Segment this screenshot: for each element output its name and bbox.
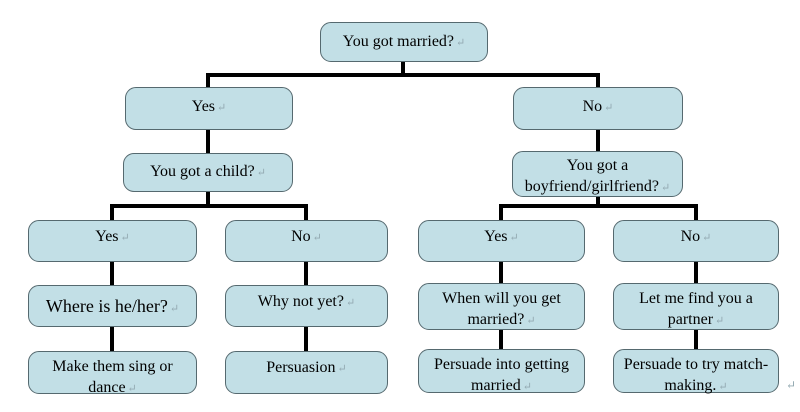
node-married-no: No↵ (513, 87, 683, 130)
node-child-yes: Yes↵ (28, 220, 197, 262)
return-mark-icon: ↵ (786, 378, 797, 392)
node-label: Persuade into getting married (433, 356, 570, 395)
connector-line (596, 73, 600, 87)
connector-line (206, 130, 210, 153)
connector-line (596, 196, 600, 206)
node-label: No (680, 228, 701, 245)
connector-line (110, 204, 308, 208)
node-why-not-yet: Why not yet?↵ (225, 285, 388, 327)
node-label: Yes (95, 228, 119, 245)
return-mark-icon: ↵ (604, 102, 614, 114)
return-mark-icon: ↵ (660, 182, 671, 195)
node-make-them-sing-or-dance: Make them sing or dance↵ (28, 351, 197, 397)
node-label: Persuasion (266, 359, 336, 376)
connector-line (304, 204, 308, 220)
node-you-got-married: You got married?↵ (320, 22, 488, 62)
connector-line (206, 73, 600, 77)
connector-line (694, 204, 698, 220)
connector-line (304, 327, 308, 351)
node-persuade-to-try-match-making: Persuade to try match-making.↵ (613, 349, 779, 395)
node-label: No (582, 98, 603, 115)
connector-line (596, 130, 600, 152)
connector-line (304, 262, 308, 285)
return-mark-icon: ↵ (337, 363, 347, 375)
node-where-is-he-her: Where is he/her?↵ (28, 285, 197, 327)
return-mark-icon: ↵ (456, 37, 466, 49)
return-mark-icon: ↵ (509, 232, 519, 244)
node-label: Persuade to try match-making. (623, 356, 769, 395)
return-mark-icon: ↵ (256, 167, 266, 179)
node-label: No (291, 228, 311, 245)
connector-line (694, 262, 698, 283)
connector-line (206, 73, 210, 87)
connector-line (499, 204, 698, 208)
node-child-no: No↵ (225, 220, 388, 262)
node-partner-no: No↵ (613, 220, 779, 262)
connector-line (401, 62, 405, 77)
node-label: Yes (191, 98, 216, 115)
connector-line (499, 330, 503, 349)
node-boyfriend-girlfriend: You got a boyfriend/girlfriend?↵ (512, 151, 683, 197)
node-label: Where is he/her? (45, 296, 168, 316)
node-label: When will you get married? (442, 290, 561, 329)
return-mark-icon: ↵ (522, 381, 532, 394)
return-mark-icon: ↵ (127, 383, 137, 396)
return-mark-icon: ↵ (526, 315, 536, 328)
return-mark-icon: ↵ (702, 232, 712, 244)
node-you-got-a-child: You got a child?↵ (123, 153, 293, 192)
node-persuade-into-getting-married: Persuade into getting married↵ (418, 349, 585, 395)
node-label: Yes (484, 228, 508, 245)
return-mark-icon: ↵ (169, 303, 180, 315)
connector-line (110, 327, 114, 351)
node-label: You got a child? (150, 163, 255, 180)
node-label: Let me find you a partner (639, 290, 753, 329)
node-let-me-find-you-a-partner: Let me find you a partner↵ (613, 283, 779, 330)
return-mark-icon: ↵ (345, 297, 356, 309)
return-mark-icon: ↵ (120, 232, 130, 244)
return-mark-icon: ↵ (715, 315, 725, 328)
node-label: Make them sing or dance (52, 358, 173, 397)
connector-line (499, 204, 503, 220)
node-label: You got married? (342, 33, 455, 50)
node-married-yes: Yes↵ (125, 87, 293, 130)
return-mark-icon: ↵ (718, 381, 728, 394)
connector-line (206, 192, 210, 206)
node-label: You got a boyfriend/girlfriend? (524, 157, 659, 196)
node-persuasion: Persuasion↵ (225, 351, 388, 394)
node-label: Why not yet? (257, 293, 344, 310)
return-mark-icon: ↵ (217, 102, 227, 114)
connector-line (499, 262, 503, 283)
return-mark-icon: ↵ (312, 232, 322, 244)
connector-line (110, 204, 114, 220)
node-when-will-you-get-married: When will you get married?↵ (418, 283, 585, 330)
connector-line (694, 330, 698, 349)
connector-line (110, 262, 114, 285)
node-partner-yes: Yes↵ (418, 220, 585, 262)
